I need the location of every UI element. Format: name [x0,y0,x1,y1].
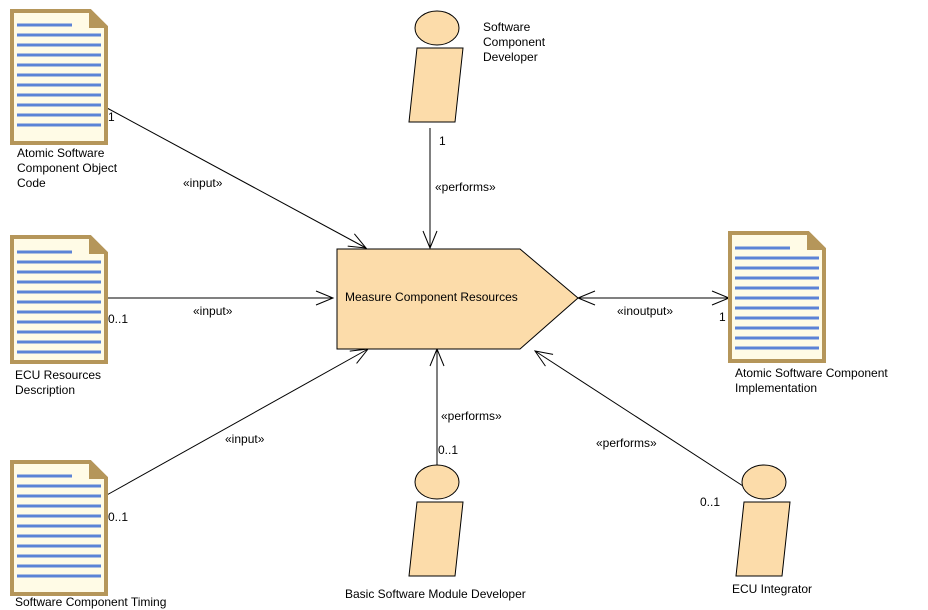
document-icon-object-code[interactable] [10,9,108,145]
artifact-label-timing: Software Component Timing [15,595,167,609]
edge-ecu-integrator-performs [533,350,744,487]
multiplicity-ecu-integrator: 0..1 [700,495,721,509]
multiplicity-timing: 0..1 [108,510,129,524]
role-label-bsw-developer: Basic Software Module Developer [345,587,526,601]
multiplicity-object-code: 1 [108,110,115,124]
document-icon-implementation[interactable] [728,231,826,363]
task-label: Measure Component Resources [345,290,518,304]
role-label-swc-developer: Software Component Developer [483,20,546,64]
stereotype-ecu-resources: «input» [193,304,233,318]
artifact-label-object-code: Atomic Software Component Object Code [17,146,118,190]
stereotype-implementation: «inoutput» [617,304,674,318]
edge-object-code-input [106,107,368,249]
role-icon-bsw-developer[interactable] [408,464,464,577]
artifact-label-ecu-resources: ECU Resources Description [15,368,102,397]
document-icon-ecu-resources[interactable] [10,235,108,364]
multiplicity-implementation: 1 [719,310,726,324]
stereotype-object-code: «input» [183,176,223,190]
document-icon-timing[interactable] [10,460,108,596]
multiplicity-ecu-resources: 0..1 [108,312,129,326]
multiplicity-bsw-developer: 0..1 [438,443,459,457]
role-label-ecu-integrator: ECU Integrator [732,582,813,596]
stereotype-ecu-integrator: «performs» [596,436,657,450]
multiplicity-swc-developer: 1 [439,134,446,148]
edge-timing-input [104,348,370,497]
stereotype-bsw-developer: «performs» [441,409,502,423]
stereotype-swc-developer: «performs» [435,180,496,194]
role-icon-swc-developer[interactable] [408,10,464,123]
artifact-label-implementation: Atomic Software Component Implementation [735,366,888,395]
stereotype-timing: «input» [225,432,265,446]
role-icon-ecu-integrator[interactable] [735,464,791,577]
task-measure-component-resources[interactable] [336,248,579,350]
